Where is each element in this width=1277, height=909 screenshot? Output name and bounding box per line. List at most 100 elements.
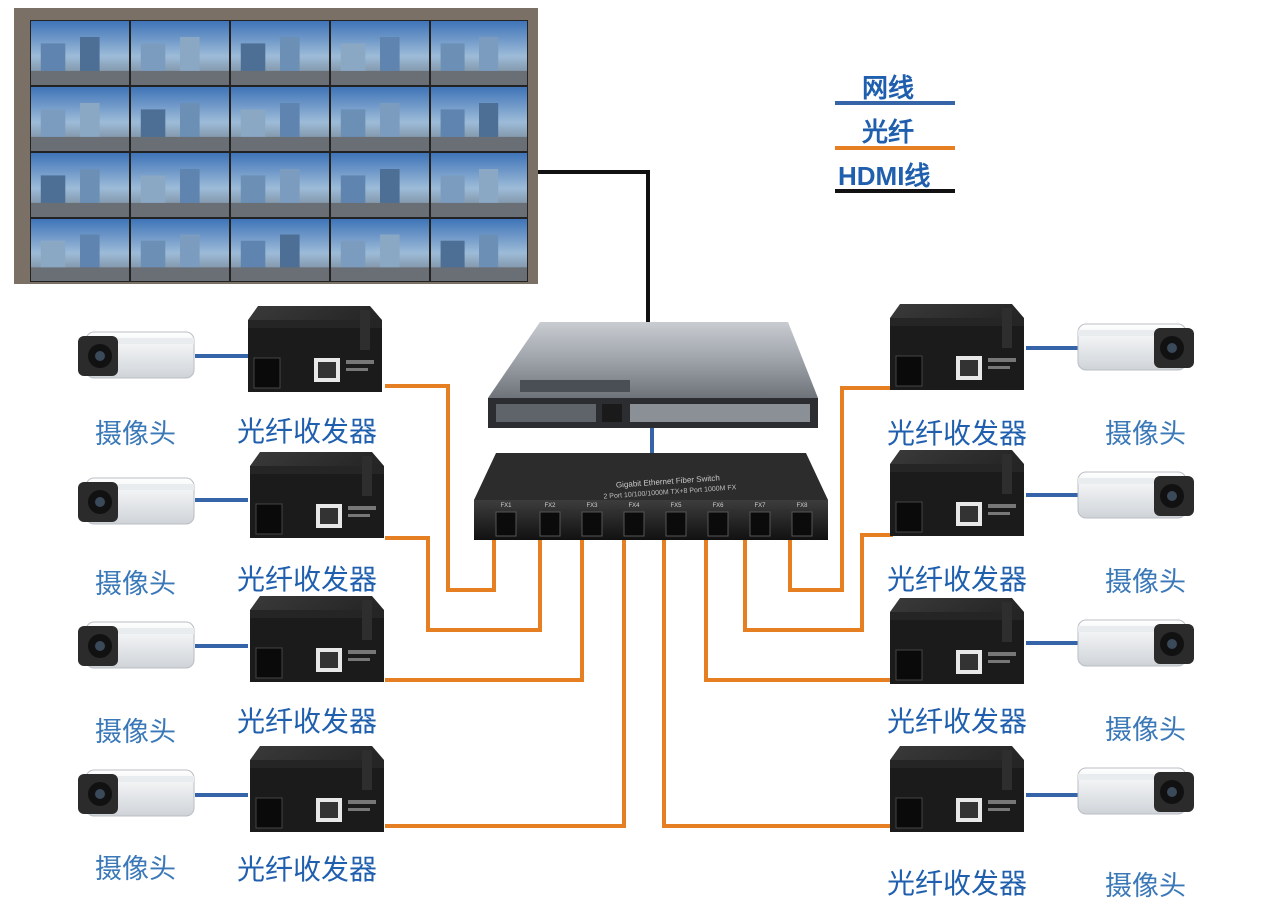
converter-label-right-3: 光纤收发器 xyxy=(887,705,1028,738)
switch-port xyxy=(791,511,813,537)
camera-right-2 xyxy=(1077,471,1195,519)
camera-left-4 xyxy=(77,769,195,817)
camera-left-2 xyxy=(77,477,195,525)
video-wall-road xyxy=(131,202,229,217)
video-wall-building xyxy=(440,43,465,73)
video-wall-building xyxy=(240,240,266,269)
fiber-converter-left-2 xyxy=(249,451,385,539)
switch-port xyxy=(581,511,603,537)
fiber-cable-left-4 xyxy=(385,540,626,828)
video-wall-building xyxy=(440,175,465,205)
video-wall-building xyxy=(240,175,266,205)
converter-label-left-3: 光纤收发器 xyxy=(237,705,378,738)
video-wall-building xyxy=(479,37,499,73)
camera-label-right-1: 摄像头 xyxy=(1105,419,1186,450)
video-wall-building xyxy=(40,175,66,205)
camera-label-right-4: 摄像头 xyxy=(1105,871,1186,902)
converter-label-right-2: 光纤收发器 xyxy=(887,563,1028,596)
fiber-converter-right-2 xyxy=(889,449,1025,537)
fiber-converter-right-4 xyxy=(889,745,1025,833)
switch-port-label: FX4 xyxy=(628,503,640,509)
video-wall-building xyxy=(340,240,366,269)
switch-port-label: FX2 xyxy=(544,503,556,509)
video-wall-road xyxy=(331,267,429,281)
video-wall-building xyxy=(479,169,499,205)
video-wall-road xyxy=(31,267,129,281)
video-wall-building xyxy=(479,103,499,139)
video-wall-building xyxy=(180,234,200,269)
fiber-cable-left-1 xyxy=(385,384,496,592)
fiber-converter-left-1 xyxy=(247,305,383,393)
video-wall-building xyxy=(240,43,266,73)
fiber-cable-right-3 xyxy=(704,540,893,682)
video-wall-building xyxy=(40,109,66,139)
video-wall-road xyxy=(131,267,229,281)
camera-label-left-2: 摄像头 xyxy=(95,569,176,600)
legend-label-hdmi: HDMI线 xyxy=(838,161,931,191)
fiber-cable-left-3 xyxy=(385,540,584,682)
switch-port xyxy=(665,511,687,537)
camera-label-right-3: 摄像头 xyxy=(1105,715,1186,746)
video-wall-building xyxy=(180,169,200,205)
camera-label-left-4: 摄像头 xyxy=(95,854,176,885)
switch-port-label: FX8 xyxy=(796,503,808,509)
legend xyxy=(835,101,955,193)
video-wall-building xyxy=(280,234,300,269)
fiber-converter-right-3 xyxy=(889,597,1025,685)
video-wall-road xyxy=(231,70,329,85)
switch-port xyxy=(495,511,517,537)
video-wall-building xyxy=(440,109,465,139)
video-wall-building xyxy=(140,43,166,73)
video-wall-building xyxy=(440,240,465,269)
video-wall-building xyxy=(140,240,166,269)
video-wall-building xyxy=(80,169,100,205)
cable-layer xyxy=(195,170,1078,828)
camera-left-3 xyxy=(77,621,195,669)
video-wall-road xyxy=(31,70,129,85)
video-wall-building xyxy=(340,43,366,73)
fiber-converter-left-4 xyxy=(249,745,385,833)
fiber-switch: Gigabit Ethernet Fiber Switch 2 Port 10/… xyxy=(474,453,828,540)
video-wall-building xyxy=(380,234,400,269)
fiber-converter-left-3 xyxy=(249,595,385,683)
switch-port xyxy=(623,511,645,537)
video-wall-road xyxy=(331,202,429,217)
video-wall-road xyxy=(431,267,527,281)
switch-port-label: FX7 xyxy=(754,503,766,509)
server xyxy=(488,322,818,428)
video-wall-road xyxy=(131,136,229,151)
video-wall-building xyxy=(479,234,499,269)
video-wall-road xyxy=(231,202,329,217)
video-wall-road xyxy=(231,267,329,281)
converter-label-left-4: 光纤收发器 xyxy=(237,853,378,886)
video-wall-road xyxy=(31,202,129,217)
video-wall-road xyxy=(131,70,229,85)
video-wall-building xyxy=(180,103,200,139)
camera-label-left-1: 摄像头 xyxy=(95,419,176,450)
switch-port xyxy=(539,511,561,537)
switch-port xyxy=(749,511,771,537)
camera-right-4 xyxy=(1077,767,1195,815)
video-wall-building xyxy=(340,175,366,205)
fiber-converter-right-1 xyxy=(889,303,1025,391)
video-wall-building xyxy=(380,37,400,73)
video-wall-building xyxy=(40,240,66,269)
video-wall-building xyxy=(280,103,300,139)
hdmi-cable xyxy=(538,170,650,322)
video-wall-road xyxy=(331,136,429,151)
video-wall-building xyxy=(80,234,100,269)
video-wall-building xyxy=(180,37,200,73)
fiber-cable-right-1 xyxy=(788,386,893,592)
camera-right-1 xyxy=(1077,323,1195,371)
video-wall-road xyxy=(431,136,527,151)
fiber-cable-right-4 xyxy=(662,540,893,828)
video-wall-building xyxy=(340,109,366,139)
camera-right-3 xyxy=(1077,619,1195,667)
legend-label-ethernet: 网线 xyxy=(862,73,915,103)
video-wall-road xyxy=(331,70,429,85)
camera-label-left-3: 摄像头 xyxy=(95,717,176,748)
camera-left-1 xyxy=(77,331,195,379)
switch-port-label: FX5 xyxy=(670,503,682,509)
fiber-cable-right-2 xyxy=(743,533,893,632)
switch-port-label: FX6 xyxy=(712,503,724,509)
